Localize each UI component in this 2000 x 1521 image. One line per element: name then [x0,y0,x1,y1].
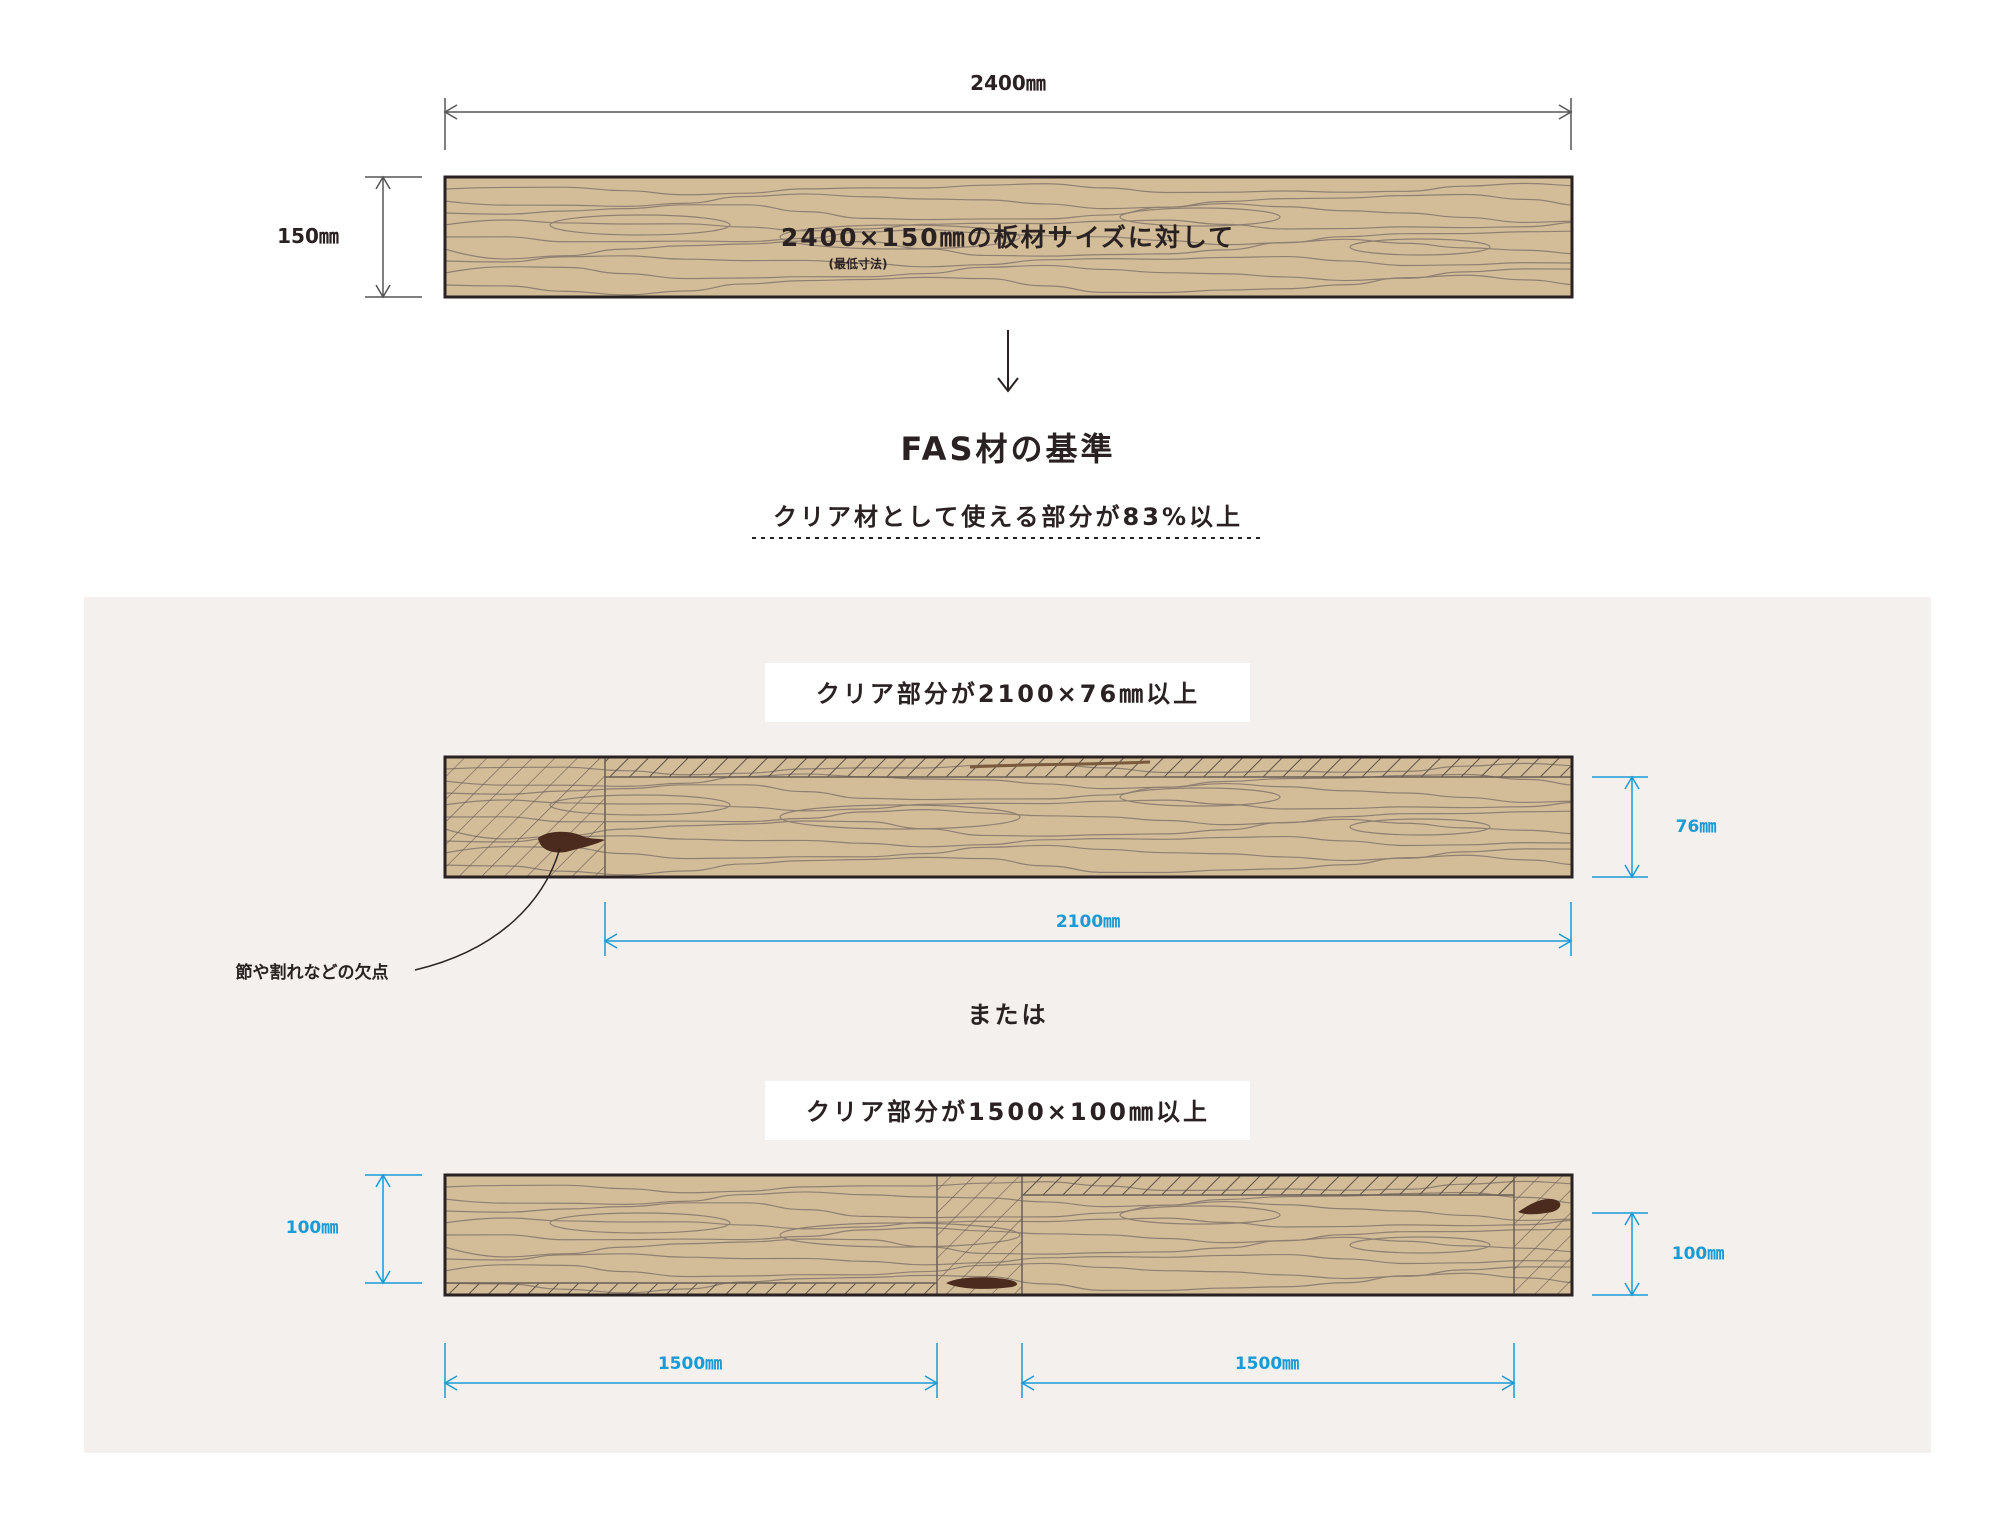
defect-label: 節や割れなどの欠点 [235,962,389,983]
knot [538,831,605,853]
case1-height-label: 76㎜ [1676,817,1717,837]
defect-zone-top-strip [605,757,1572,777]
grain-line [445,799,1572,812]
grain-line [445,229,1572,246]
case2-right-width-label: 1500㎜ [1235,1354,1299,1374]
grain-line [445,193,1572,210]
grain-line [445,182,1572,196]
case1-width-label: 2100㎜ [1056,912,1120,932]
grain-loop [1119,1205,1281,1225]
grain-line [445,238,1572,260]
grain-line [445,818,1572,840]
top-height-dimension: 150㎜ [277,175,422,299]
defect-zone-middle [937,1175,1022,1295]
case1-heading-box [765,663,1250,722]
grain-loop [549,214,731,236]
case2-heading-box [765,1081,1250,1140]
criteria-panel [84,597,1931,1453]
case2-left-height-label: 100㎜ [286,1218,339,1238]
grain-loop [549,1212,731,1234]
case1-height-dimension: 76㎜ [1592,775,1717,879]
grain-loop [1349,238,1491,256]
board-caption: 2400×150㎜の板材サイズに対して [781,223,1235,252]
grain-line [445,782,1572,804]
grain-line [445,809,1572,826]
top-height-label: 150㎜ [277,224,339,248]
case2-right-height-dimension: 100㎜ [1592,1211,1725,1297]
full-board: 2400×150㎜の板材サイズに対して (最低寸法) [443,175,1574,299]
grain-loop [779,804,1021,830]
crack [969,760,1151,769]
case2-left-height-dimension: 100㎜ [286,1173,422,1285]
board-caption-note: (最低寸法) [829,256,888,271]
defect-zone-top-strip [1022,1175,1514,1195]
defect-zone-right [1514,1175,1572,1295]
grain-line [445,219,1572,232]
case2-heading: クリア部分が1500×100㎜以上 [806,1098,1210,1126]
grain-loop [1349,818,1491,836]
grain-line [445,255,1572,268]
down-arrow-icon [997,330,1019,393]
grain-line [445,202,1572,224]
case2-right-width-dimension: 1500㎜ [1020,1343,1516,1398]
grain-loop [1119,787,1281,807]
wood-grain [445,762,1572,876]
defect-zone-bottom-strip [445,1283,937,1295]
case2-left-width-dimension: 1500㎜ [443,1343,939,1398]
case2-right-height-label: 100㎜ [1672,1244,1725,1264]
knot [946,1277,1018,1289]
knot [1518,1198,1561,1215]
standard-title: FAS材の基準 [900,430,1115,468]
top-width-label: 2400㎜ [970,71,1046,95]
grain-loop [1119,207,1281,227]
grain-line [445,854,1572,876]
grain-loop [779,224,1021,250]
case1-heading: クリア部分が2100×76㎜以上 [816,680,1200,708]
standard-subtitle: クリア材として使える部分が83%以上 [773,503,1243,531]
wood-grain [445,182,1572,296]
grain-loop [1349,1236,1491,1254]
defect-callout: 節や割れなどの欠点 [235,847,561,983]
or-label: または [968,1001,1049,1029]
case2-left-width-label: 1500㎜ [658,1354,722,1374]
grain-line [445,274,1572,296]
case1-width-dimension: 2100㎜ [603,902,1573,956]
top-width-dimension: 2400㎜ [443,71,1573,150]
defect-zone-left [445,757,605,877]
grain-line [445,835,1572,848]
case2-board [443,1173,1574,1297]
case1-board [443,755,1574,879]
